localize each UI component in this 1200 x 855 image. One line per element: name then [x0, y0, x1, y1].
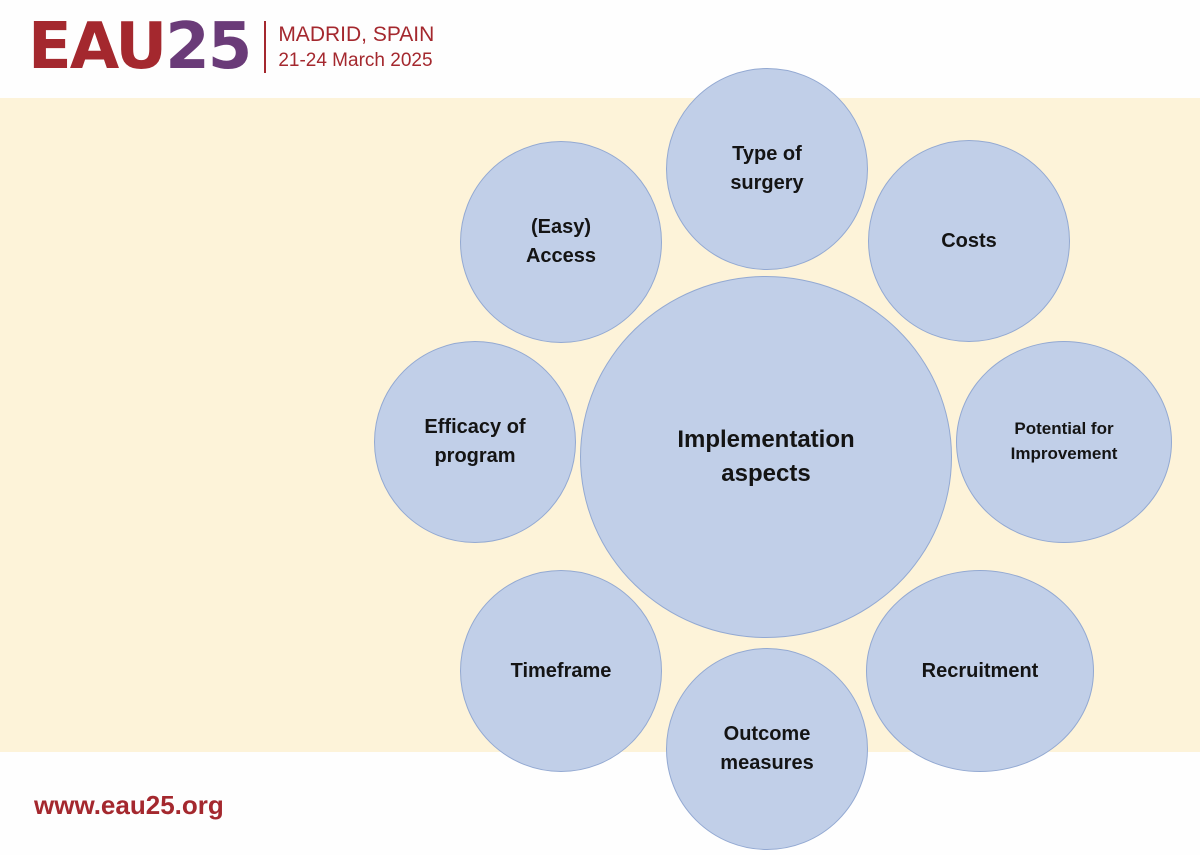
eau25-logo: EAU 25 MADRID, SPAIN 21-24 March 2025: [28, 14, 434, 80]
footer-url: www.eau25.org: [34, 790, 224, 820]
center-label: Implementation aspects: [677, 426, 855, 487]
center-implementation-aspects: Implementation aspects: [580, 276, 952, 638]
node-easy-access-label: (Easy) Access: [525, 216, 597, 267]
node-type-of-surgery: Type of surgery: [666, 68, 868, 270]
node-timeframe-label: Timeframe: [510, 659, 612, 682]
logo-city: MADRID, SPAIN: [278, 23, 435, 46]
node-costs: Costs: [868, 140, 1070, 342]
logo-dates: 21-24 March 2025: [278, 50, 433, 71]
logo-info: MADRID, SPAIN 21-24 March 2025: [278, 24, 434, 70]
node-costs-label: Costs: [941, 229, 997, 252]
logo-divider: [264, 21, 267, 73]
node-potential-for-improvement-label: Potential for Improvement: [1010, 419, 1118, 463]
node-recruitment: Recruitment: [866, 570, 1094, 772]
node-recruitment-label: Recruitment: [921, 659, 1039, 682]
node-outcome-measures: Outcome measures: [666, 648, 868, 850]
node-type-of-surgery-label: Type of surgery: [730, 143, 804, 194]
logo-25: 25: [165, 10, 252, 84]
node-outcome-measures-label: Outcome measures: [720, 723, 814, 774]
node-potential-for-improvement: Potential for Improvement: [956, 341, 1172, 543]
logo-eau: EAU: [28, 10, 167, 84]
node-timeframe: Timeframe: [460, 570, 662, 772]
node-easy-access: (Easy) Access: [460, 141, 662, 343]
node-efficacy-of-program: Efficacy of program: [374, 341, 576, 543]
node-efficacy-of-program-label: Efficacy of program: [424, 416, 526, 467]
